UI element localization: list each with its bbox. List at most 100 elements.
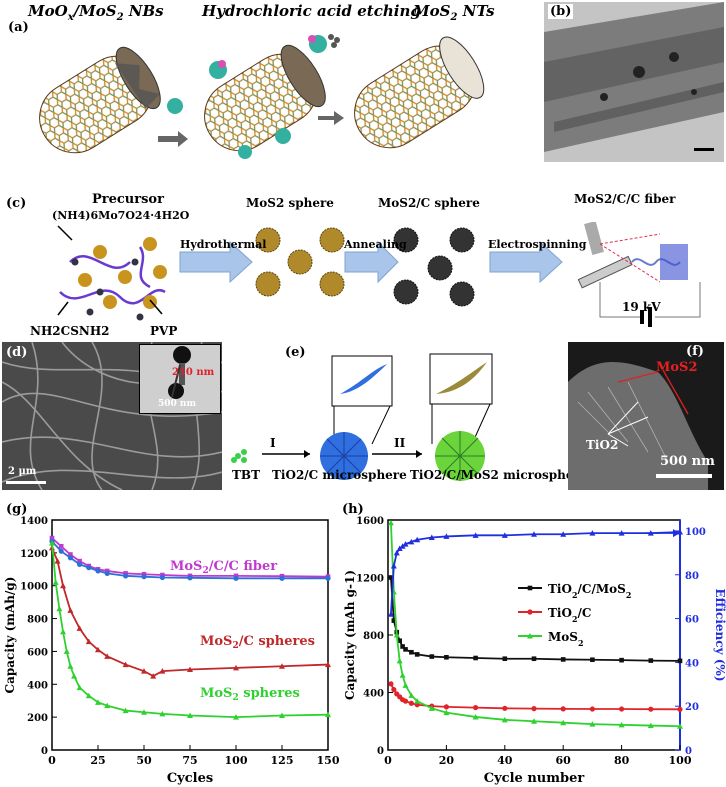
y-tick-label: 1200	[356, 574, 384, 585]
x-tick-label: 25	[90, 754, 105, 767]
data-point	[618, 721, 625, 728]
series-line	[51, 547, 329, 678]
data-point	[159, 574, 165, 581]
data-point	[648, 658, 654, 663]
y-tick-label: 200	[27, 713, 48, 724]
mos2-c-sphere-label: MoS2/C sphere	[378, 196, 480, 210]
data-point	[141, 668, 147, 674]
panel-a-title-3: MoS2 NTs	[413, 2, 495, 23]
mos2-c-spheres	[393, 227, 475, 307]
panel-label-a: (a)	[8, 20, 29, 35]
series-label: MoS2/C spheres	[200, 634, 315, 651]
data-point	[502, 705, 508, 711]
scale-bar	[656, 474, 712, 478]
data-point	[393, 549, 400, 556]
sem-image-f: (f) MoS2 TiO2 500 nm	[568, 342, 724, 490]
precursor-label: Precursor	[92, 192, 164, 207]
data-point	[560, 531, 567, 537]
data-point	[443, 704, 449, 710]
data-point	[397, 638, 402, 644]
data-point	[391, 618, 397, 623]
hydrothermal-label: Hydrothermal	[180, 238, 267, 251]
data-point	[399, 672, 406, 678]
voltage-label: 19 kV	[622, 300, 661, 314]
data-point	[104, 702, 111, 709]
data-point	[49, 535, 55, 541]
data-point	[677, 658, 683, 664]
data-point	[233, 664, 239, 671]
arrow-icon	[318, 111, 344, 125]
data-point	[403, 647, 408, 652]
data-point	[104, 570, 110, 576]
y-tick-label: 400	[363, 689, 384, 700]
data-point	[443, 709, 450, 716]
data-point	[647, 722, 654, 729]
sem-image-d: 210 nm 500 nm (d) 2 μm	[2, 342, 222, 490]
data-point	[473, 655, 478, 661]
y2-tick-label: 20	[685, 702, 699, 713]
panel-label-d: (d)	[6, 345, 28, 360]
data-point	[677, 706, 683, 712]
y2-tick-label: 100	[685, 527, 706, 538]
data-point	[618, 530, 625, 536]
data-point	[396, 545, 403, 551]
y2-axis-label: Efficiency (%)	[713, 589, 726, 682]
nanotube-2	[204, 44, 326, 152]
data-point	[531, 656, 537, 662]
y-tick-label: 1000	[20, 582, 48, 593]
y-tick-label: 1600	[356, 516, 384, 527]
data-point	[443, 533, 450, 539]
data-point	[402, 541, 409, 547]
tio2-c-mos2-microsphere-label: TiO2/C/MoS2 microsphere	[410, 468, 588, 482]
data-point	[388, 575, 394, 580]
panel-label-h: (h)	[342, 502, 364, 517]
data-point	[95, 568, 101, 574]
data-point	[71, 673, 78, 679]
data-point	[56, 605, 63, 612]
y-axis-label: Capacity (mAh g-1)	[343, 570, 357, 700]
data-point	[414, 698, 421, 704]
data-point	[159, 668, 166, 674]
data-point	[86, 565, 92, 571]
data-point	[414, 652, 420, 657]
microsphere-schematic	[231, 353, 493, 481]
nanotube-schematic	[39, 34, 485, 159]
panel-label-e: (e)	[285, 345, 306, 360]
data-point	[95, 699, 101, 705]
data-point	[409, 649, 414, 655]
data-point	[501, 716, 508, 723]
x-tick-label: 100	[669, 754, 692, 767]
data-point	[60, 582, 67, 589]
mos2-spheres	[255, 227, 345, 297]
tio2-annotation: TiO2	[586, 438, 619, 452]
data-point	[49, 540, 55, 546]
y2-tick-label: 80	[685, 571, 699, 582]
data-point	[531, 706, 537, 712]
data-point	[400, 644, 405, 649]
legend-marker	[527, 633, 533, 639]
data-point	[408, 692, 415, 698]
mos2-sphere-label: MoS2 sphere	[246, 196, 334, 210]
series-line	[390, 531, 681, 615]
x-axis-label: Cycles	[167, 771, 213, 786]
data-point	[141, 574, 147, 580]
data-point	[159, 710, 166, 717]
data-point	[122, 661, 129, 668]
panel-a-title-1: MoOx/MoS2 NBs	[28, 2, 164, 23]
data-point	[58, 548, 64, 554]
nanotube-3	[354, 36, 485, 149]
y2-tick-label: 0	[685, 746, 692, 757]
data-point	[428, 534, 435, 541]
panel-label-f: (f)	[686, 344, 704, 359]
scale-bar	[6, 481, 46, 484]
data-point	[429, 654, 435, 659]
x-tick-label: 80	[614, 754, 630, 767]
data-point	[399, 543, 406, 549]
tem-inset: 210 nm 500 nm	[139, 344, 221, 414]
data-point	[67, 663, 74, 669]
y-tick-label: 600	[27, 647, 48, 658]
x-tick-label: 40	[497, 754, 513, 767]
data-point	[325, 711, 331, 718]
